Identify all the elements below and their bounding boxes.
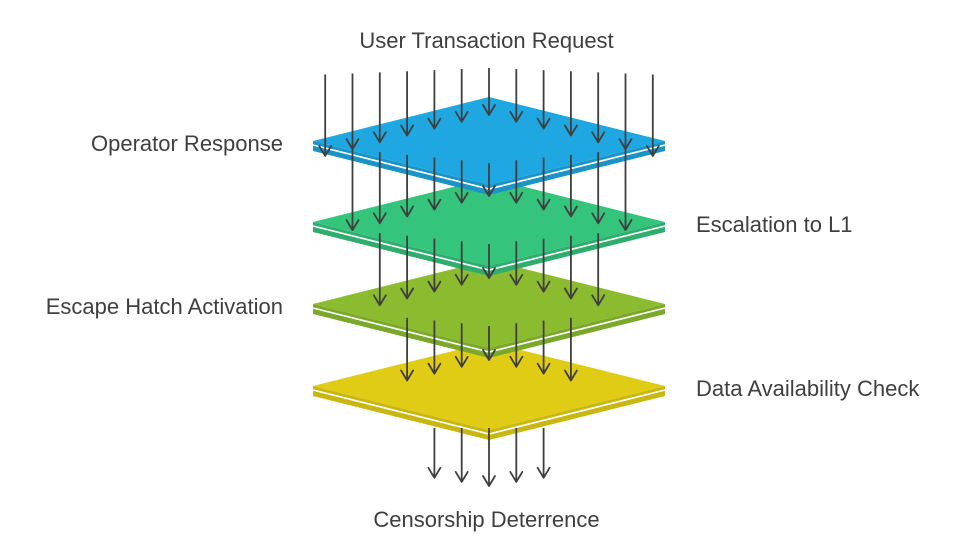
layer-1-edge	[313, 141, 665, 195]
filter-arrow-2-3	[427, 238, 442, 293]
filter-arrow-1-7	[509, 160, 524, 204]
filter-arrow-2-4	[454, 241, 469, 286]
filter-arrow-2-6	[509, 241, 524, 286]
top-label: User Transaction Request	[359, 28, 614, 53]
filter-arrow-3-7	[564, 317, 578, 382]
filter-arrow-1-11	[618, 149, 633, 232]
layer-4-face	[313, 342, 665, 430]
filter-arrow-2-2	[400, 235, 415, 300]
layer-1-face	[313, 97, 665, 185]
layer-label-escape-hatch-activation: Escape Hatch Activation	[45, 294, 283, 319]
filter-arrow-2-9	[591, 233, 606, 307]
input-arrow-10	[564, 71, 578, 137]
filter-arrow-1-9	[564, 154, 578, 218]
output-arrow-3	[482, 428, 496, 487]
input-arrow-12	[618, 73, 633, 151]
layer-3-face	[313, 260, 665, 348]
input-arrow-7	[482, 68, 496, 116]
input-arrow-5	[427, 70, 442, 130]
input-arrow-6	[454, 69, 469, 123]
filter-arrow-1-3	[400, 154, 415, 218]
filter-arrow-2-8	[564, 235, 578, 300]
output-arrow-4	[509, 428, 524, 483]
filter-arrow-1-5	[454, 160, 469, 204]
filter-arrow-2-1	[372, 233, 387, 307]
layer-2-edge	[313, 222, 665, 276]
filter-arrow-1-6	[482, 163, 496, 197]
filter-arrow-3-3	[454, 323, 469, 368]
layer-label-operator-response: Operator Response	[91, 131, 283, 156]
filter-arrow-2-7	[536, 238, 551, 293]
filter-arrow-2-5	[482, 244, 496, 279]
bottom-label: Censorship Deterrence	[373, 507, 600, 532]
input-arrow-8	[509, 69, 524, 123]
filter-arrow-1-8	[536, 157, 551, 211]
output-arrow-2	[454, 428, 469, 483]
input-arrow-2	[345, 73, 360, 151]
filter-arrow-3-4	[482, 326, 496, 361]
input-arrow-3	[372, 72, 387, 144]
filter-arrow-1-2	[372, 152, 387, 225]
layer-3-edge	[313, 304, 665, 358]
filter-arrow-1-1	[345, 149, 360, 232]
input-arrow-1	[318, 74, 333, 157]
filter-arrow-3-2	[427, 320, 442, 375]
output-arrow-5	[536, 428, 551, 479]
layer-label-escalation-to-l1: Escalation to L1	[696, 212, 853, 237]
input-arrow-11	[591, 72, 606, 144]
input-arrow-4	[400, 71, 415, 137]
filter-arrow-1-4	[427, 157, 442, 211]
filter-arrow-3-1	[400, 317, 415, 382]
layer-2-face	[313, 178, 665, 266]
output-arrow-1	[427, 428, 442, 479]
layer-4-edge	[313, 386, 665, 440]
input-arrow-13	[645, 74, 660, 157]
layer-label-data-availability-check: Data Availability Check	[696, 376, 920, 401]
filter-arrow-1-10	[591, 152, 606, 225]
filter-arrow-3-5	[509, 323, 524, 368]
filter-arrow-3-6	[536, 320, 551, 375]
input-arrow-9	[536, 70, 551, 130]
